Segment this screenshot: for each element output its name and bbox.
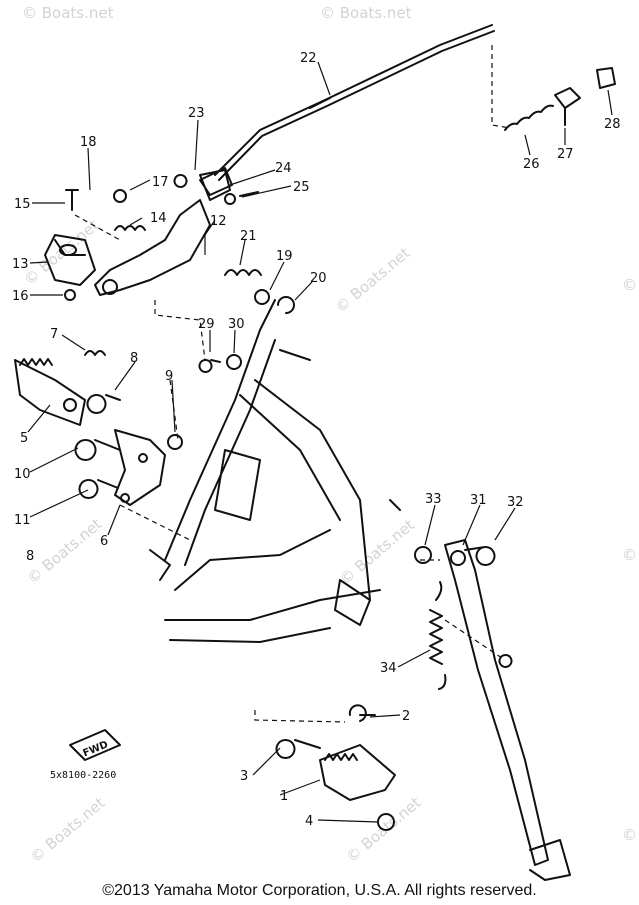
bolts xyxy=(65,174,496,759)
callout-18: 18 xyxy=(80,135,97,150)
callout-17: 17 xyxy=(152,175,169,190)
callout-27: 27 xyxy=(557,147,574,162)
callout-28: 28 xyxy=(604,117,621,132)
callout-7: 7 xyxy=(50,327,58,342)
leader-lines xyxy=(27,61,613,823)
watermark: © Boats.net xyxy=(332,244,414,317)
callout-8-lower: 8 xyxy=(26,549,34,564)
callout-15: 15 xyxy=(14,197,31,212)
callout-labels: 1 2 3 4 5 6 7 8 9 10 11 12 13 14 15 16 1… xyxy=(12,51,621,829)
watermark: © Boats.net xyxy=(622,826,639,844)
callout-2: 2 xyxy=(402,709,410,724)
callout-23: 23 xyxy=(188,106,205,121)
spring-14 xyxy=(114,225,146,231)
callout-9: 9 xyxy=(165,369,173,384)
callout-13: 13 xyxy=(12,257,29,272)
sidestand xyxy=(444,539,571,881)
callout-1: 1 xyxy=(280,789,288,804)
watermark: © Boats.net xyxy=(622,276,639,294)
washers xyxy=(64,189,432,831)
callout-12: 12 xyxy=(210,214,227,229)
callout-30: 30 xyxy=(228,317,245,332)
guide-lines xyxy=(74,45,511,723)
callout-19: 19 xyxy=(276,249,293,264)
callout-24: 24 xyxy=(275,161,292,176)
footrest-bracket xyxy=(114,429,166,506)
cable xyxy=(214,24,495,181)
callout-5: 5 xyxy=(20,431,28,446)
part-code: 5x8100-2260 xyxy=(50,770,116,781)
adjuster xyxy=(554,67,616,126)
spring-7 xyxy=(84,350,106,356)
callout-25: 25 xyxy=(293,180,310,195)
callout-20: 20 xyxy=(310,271,327,286)
clevis xyxy=(199,167,259,197)
watermark: © Boats.net xyxy=(24,515,106,588)
copyright-notice: ©2013 Yamaha Motor Corporation, U.S.A. A… xyxy=(102,882,537,899)
callout-3: 3 xyxy=(240,769,248,784)
callout-29: 29 xyxy=(198,317,215,332)
callout-21: 21 xyxy=(240,229,257,244)
watermark: © Boats.net xyxy=(320,4,412,22)
callout-16: 16 xyxy=(12,289,29,304)
callout-8: 8 xyxy=(130,351,138,366)
callout-26: 26 xyxy=(523,157,540,172)
callout-34: 34 xyxy=(380,661,397,676)
footrest-left xyxy=(14,358,86,426)
footrest-right xyxy=(319,744,396,801)
spring-21 xyxy=(224,269,262,276)
callout-14: 14 xyxy=(150,211,167,226)
bracket xyxy=(44,234,96,286)
spring-34 xyxy=(429,581,447,690)
watermark: © Boats.net xyxy=(336,516,418,589)
spring-26 xyxy=(504,104,554,131)
callout-22: 22 xyxy=(300,51,317,66)
callout-6: 6 xyxy=(100,534,108,549)
watermark: © Boats.net xyxy=(22,4,114,22)
callout-32: 32 xyxy=(507,495,524,510)
callout-11: 11 xyxy=(14,513,31,528)
callout-10: 10 xyxy=(14,467,31,482)
frame xyxy=(149,299,401,643)
callout-33: 33 xyxy=(425,492,442,507)
fwd-arrow xyxy=(69,729,121,761)
watermark: © Boats.net xyxy=(622,546,639,564)
callout-4: 4 xyxy=(305,814,313,829)
watermark: © Boats.net xyxy=(27,794,109,867)
callout-31: 31 xyxy=(470,493,487,508)
